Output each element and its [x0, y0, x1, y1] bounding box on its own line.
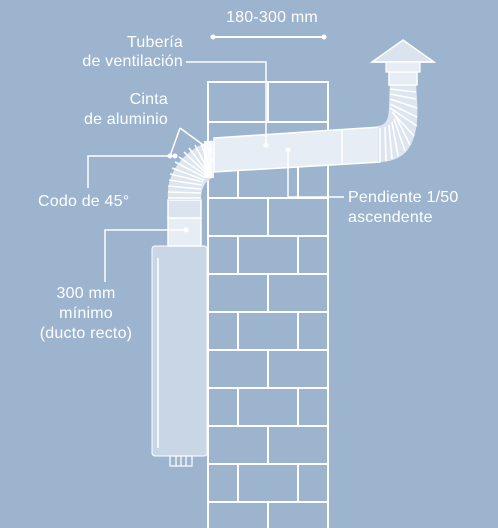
- slope-label-line1: Pendiente 1/50: [348, 189, 459, 206]
- min-length-label-line2: mínimo: [59, 305, 113, 322]
- water-heater: [151, 245, 208, 467]
- tape-label-line2: de aluminio: [83, 111, 168, 128]
- heater-connectors: [169, 455, 193, 467]
- width-dimension: [210, 34, 327, 40]
- leader-lines: [87, 61, 344, 282]
- slope-label-line2: ascendente: [348, 209, 433, 226]
- tape-label-line1: Cinta: [129, 91, 168, 108]
- vent-pipe: [213, 126, 381, 173]
- min-length-label-line1: 300 mm: [56, 285, 116, 302]
- vent-pipe-label-line2: de ventilación: [82, 53, 183, 70]
- rain-cap: [369, 39, 437, 73]
- brick-wall: [207, 81, 329, 528]
- elbow-label: Codo de 45°: [38, 193, 130, 210]
- outdoor-riser: [378, 71, 418, 162]
- width-range-label: 180-300 mm: [226, 9, 318, 26]
- elbow-45: [167, 140, 214, 200]
- vertical-duct: [167, 199, 202, 247]
- aluminum-tape-band: [204, 141, 214, 178]
- min-length-label-line3: (ducto recto): [39, 325, 133, 342]
- vent-pipe-label-line1: Tubería: [127, 34, 183, 51]
